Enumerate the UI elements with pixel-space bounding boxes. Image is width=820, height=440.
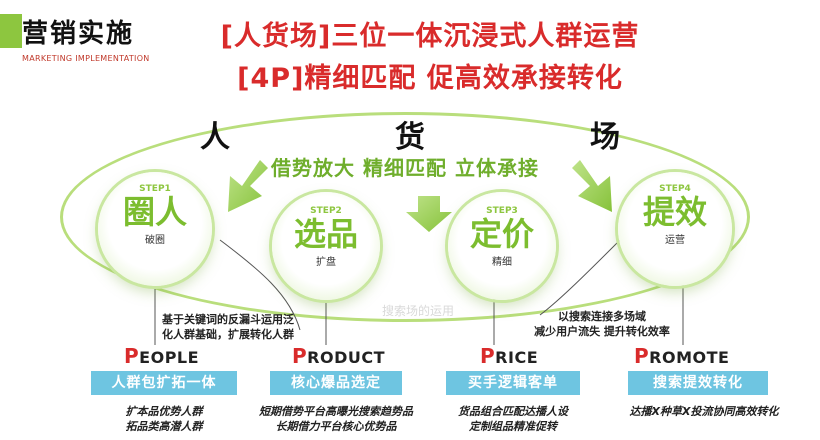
step-circle-1: STEP1 圈人 破圈	[98, 172, 212, 286]
core-slogan: 借势放大 精细匹配 立体承接	[271, 156, 539, 180]
arrow-right-icon	[572, 160, 612, 212]
step-subtitle: 运营	[665, 234, 685, 246]
pillar-people-word: PEOPLE	[124, 344, 199, 368]
note-right: 以搜索连接多场域 减少用户流失 提升转化效率	[502, 309, 702, 339]
cycle-ring	[60, 112, 750, 322]
note-left-line-1: 基于关键词的反漏斗运用泛	[162, 313, 294, 326]
pillar-people-tag: 人群包扩拓一体	[91, 371, 237, 395]
pillar-rest: RODUCT	[307, 348, 386, 367]
step-label: STEP2	[310, 206, 342, 216]
step-label: STEP3	[486, 206, 518, 216]
pillar-product-word: PRODUCT	[292, 344, 385, 368]
arrow-left-icon	[228, 160, 268, 212]
pillar-desc-line-1: 短期借势平台高曝光搜索趋势品	[259, 405, 413, 418]
pillar-desc-line-2: 拓品类高潜人群	[125, 420, 203, 433]
pillar-promote-word: PROMOTE	[634, 344, 729, 368]
arrow-down-icon	[406, 196, 452, 232]
step-circle-4: STEP4 提效 运营	[618, 172, 732, 286]
pillar-desc-line-1: 达播X种草X投流协同高效转化	[629, 405, 779, 418]
core-elements: 人 货 场	[180, 112, 640, 156]
core-element-people: 人	[200, 120, 230, 155]
step-title: 提效	[642, 193, 707, 231]
pillar-product-tag: 核心爆品选定	[270, 371, 402, 395]
pillar-rest: EOPLE	[139, 348, 200, 367]
curve-line-right	[539, 239, 621, 316]
note-ghost: 搜索场的运用	[382, 304, 455, 318]
pillar-price-word: PRICE	[480, 344, 538, 368]
step-title: 选品	[293, 215, 358, 253]
headline-line-1: [人货场]三位一体沉浸式人群运营	[220, 21, 640, 52]
brand-subtitle: MARKETING IMPLEMENTATION	[22, 54, 150, 63]
pillar-cap-letter: P	[292, 344, 308, 368]
curve-line-left	[219, 239, 301, 331]
note-right-line-2: 减少用户流失 提升转化效率	[534, 325, 670, 338]
note-left: 基于关键词的反漏斗运用泛 化人群基础，扩展转化人群	[162, 312, 294, 342]
step-circle-2: STEP2 选品 扩盘	[272, 192, 380, 300]
step-title: 定价	[469, 215, 534, 253]
step-subtitle: 扩盘	[316, 256, 336, 268]
headline-line-2: [4P]精细匹配 促高效承接转化	[237, 63, 623, 94]
pillar-cap-letter: P	[480, 344, 496, 368]
pillar-promote-tag: 搜索提效转化	[628, 371, 768, 395]
pillar-product-desc: 短期借势平台高曝光搜索趋势品 长期借力平台核心优势品	[232, 404, 440, 434]
pillar-price-tag: 买手逻辑客单	[446, 371, 580, 395]
step-title: 圈人	[122, 193, 187, 231]
brand-title: 营销实施	[22, 19, 135, 49]
step-subtitle: 破圈	[145, 234, 165, 246]
pillar-desc-line-1: 货品组合匹配达播人设	[458, 405, 568, 418]
note-right-line-1: 以搜索连接多场域	[558, 310, 646, 323]
step-label: STEP4	[659, 184, 691, 194]
core-element-goods: 货	[395, 120, 425, 155]
pillar-cap-letter: P	[124, 344, 140, 368]
pillar-price-desc: 货品组合匹配达播人设 定制组品精准促转	[432, 404, 594, 434]
core-element-place: 场	[590, 120, 620, 155]
step-circle-3: STEP3 定价 精细	[448, 192, 556, 300]
step-label: STEP1	[139, 184, 171, 194]
pillar-rest: ROMOTE	[649, 348, 730, 367]
pillar-people-desc: 扩本品优势人群 拓品类高潜人群	[80, 404, 248, 434]
step-subtitle: 精细	[492, 256, 512, 268]
pillar-cap-letter: P	[634, 344, 650, 368]
note-left-line-2: 化人群基础，扩展转化人群	[162, 328, 294, 341]
pillar-promote-desc: 达播X种草X投流协同高效转化	[606, 404, 802, 419]
pillar-desc-line-2: 长期借力平台核心优势品	[275, 420, 397, 433]
pillar-desc-line-1: 扩本品优势人群	[125, 405, 203, 418]
brand-accent-block	[0, 14, 22, 48]
pillar-rest: RICE	[495, 348, 539, 367]
pillar-desc-line-2: 定制组品精准促转	[469, 420, 557, 433]
